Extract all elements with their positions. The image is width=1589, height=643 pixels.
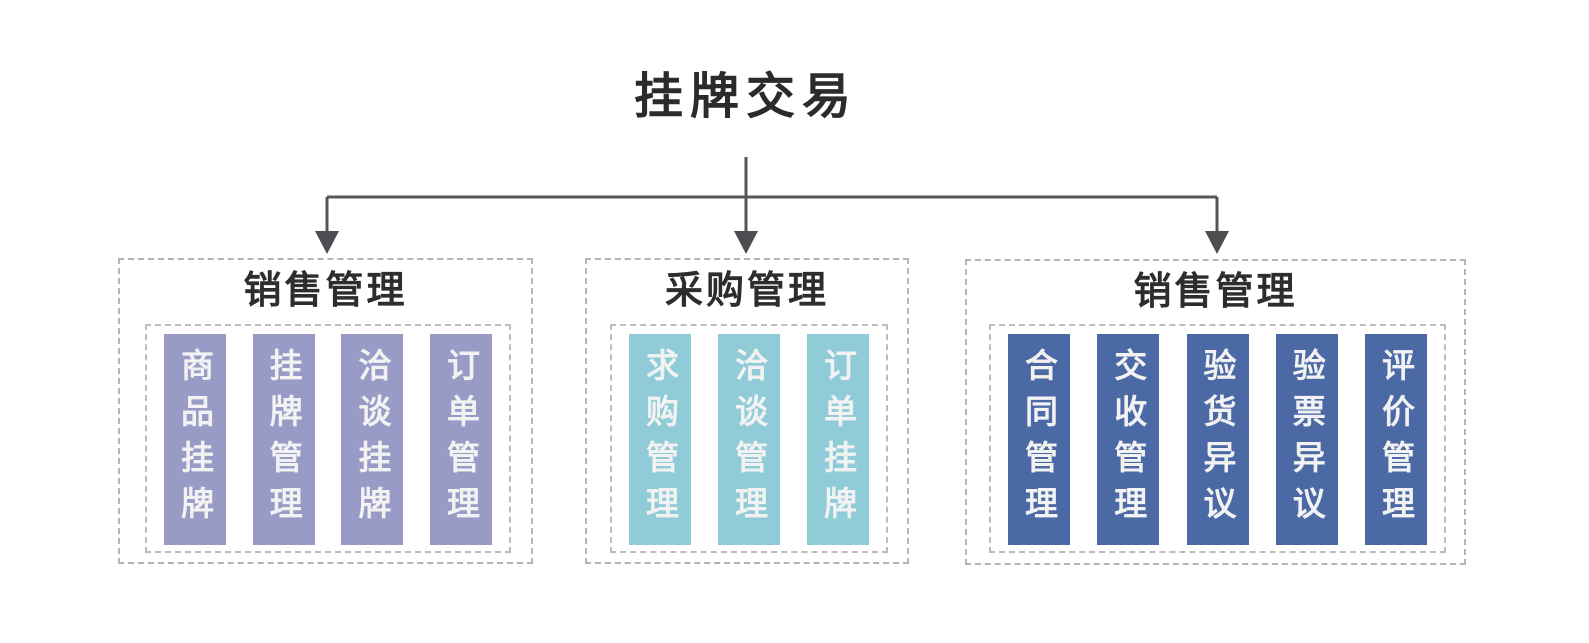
group-procurement-management: 采购管理 求购管理 洽谈管理 订单挂牌 — [585, 258, 909, 564]
group-sales-management-left: 销售管理 商品挂牌 挂牌管理 洽谈挂牌 订单管理 — [118, 258, 533, 564]
arrow-down-icon-right — [1205, 231, 1229, 254]
column-item: 商品挂牌 — [164, 334, 226, 545]
group-items-container: 求购管理 洽谈管理 订单挂牌 — [610, 324, 888, 553]
page-title: 挂牌交易 — [633, 70, 859, 124]
column-label: 订单管理 — [442, 347, 480, 532]
group-items-container: 合同管理 交收管理 验货异议 验票异议 评价管理 — [989, 324, 1446, 553]
column-label: 商品挂牌 — [176, 347, 214, 532]
column-item: 洽谈挂牌 — [341, 334, 404, 545]
group-heading: 采购管理 — [664, 270, 829, 312]
column-item: 挂牌管理 — [252, 334, 315, 545]
column-item: 合同管理 — [1008, 334, 1070, 545]
column-label: 洽谈挂牌 — [353, 347, 391, 532]
column-item: 验货异议 — [1186, 334, 1249, 545]
column-label: 验票异议 — [1288, 347, 1326, 532]
column-label: 交收管理 — [1109, 347, 1147, 532]
group-heading: 销售管理 — [1133, 271, 1298, 313]
group-heading: 销售管理 — [243, 270, 408, 312]
column-label: 洽谈管理 — [730, 347, 768, 532]
column-item: 验票异议 — [1275, 334, 1338, 545]
column-label: 评价管理 — [1377, 347, 1415, 532]
arrow-down-icon-left — [315, 231, 339, 254]
column-item: 订单管理 — [429, 334, 492, 545]
column-label: 求购管理 — [641, 347, 679, 532]
arrow-down-icon-center — [734, 231, 758, 254]
column-label: 挂牌管理 — [265, 347, 303, 532]
column-item: 订单挂牌 — [807, 334, 869, 545]
group-items-container: 商品挂牌 挂牌管理 洽谈挂牌 订单管理 — [145, 324, 511, 553]
column-item: 洽谈管理 — [718, 334, 780, 545]
column-label: 订单挂牌 — [819, 347, 857, 532]
column-label: 合同管理 — [1020, 347, 1058, 532]
column-label: 验货异议 — [1199, 347, 1236, 532]
column-item: 评价管理 — [1365, 334, 1427, 545]
column-item: 交收管理 — [1097, 334, 1160, 545]
group-sales-management-right: 销售管理 合同管理 交收管理 验货异议 验票异议 评价管理 — [965, 259, 1466, 565]
column-item: 求购管理 — [629, 334, 691, 545]
